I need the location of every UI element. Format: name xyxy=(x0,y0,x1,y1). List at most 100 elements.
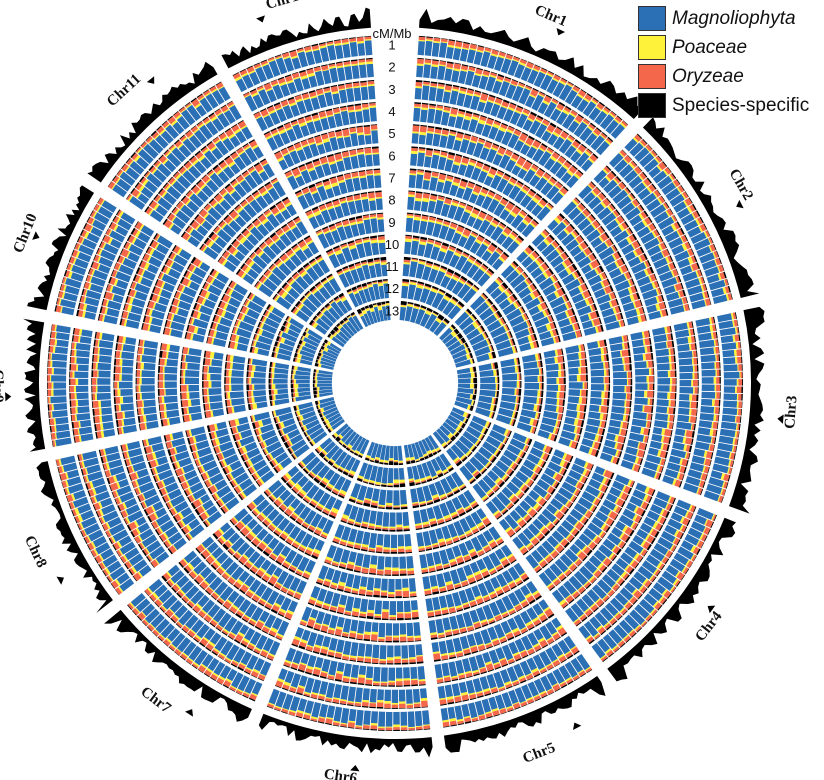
bar-segment xyxy=(493,671,505,689)
bar-segment xyxy=(291,71,299,75)
bar-segment xyxy=(54,324,57,332)
bar-segment xyxy=(246,65,253,70)
bar-segment xyxy=(357,655,365,659)
bar-segment xyxy=(551,643,564,658)
bar-segment xyxy=(693,350,697,358)
bar-segment xyxy=(212,136,220,144)
bar-segment xyxy=(429,103,436,106)
bar-segment xyxy=(613,230,629,244)
bar-segment xyxy=(651,433,663,443)
bar-segment xyxy=(577,669,584,674)
bar-segment xyxy=(668,422,674,430)
bar-segment xyxy=(123,241,128,248)
bar-segment xyxy=(673,537,680,546)
bar-segment xyxy=(643,253,648,260)
bar-segment xyxy=(416,656,424,662)
bar-segment xyxy=(507,126,515,132)
bar-segment xyxy=(118,264,134,276)
bar-segment xyxy=(546,688,553,692)
bar-segment xyxy=(526,696,533,701)
bar-segment xyxy=(101,516,106,524)
bar-segment xyxy=(546,124,556,133)
bar-segment xyxy=(454,705,464,720)
bar-segment xyxy=(472,678,483,693)
bar-segment xyxy=(462,47,469,51)
bar-segment xyxy=(500,620,512,635)
bar-segment xyxy=(108,469,112,477)
bar-segment xyxy=(677,414,690,423)
bar-segment xyxy=(664,230,680,243)
bar-segment xyxy=(691,379,694,387)
bar-segment xyxy=(75,407,78,414)
bar-segment xyxy=(216,677,225,685)
bar-segment xyxy=(611,644,619,651)
bar-segment xyxy=(676,230,681,237)
bar-segment xyxy=(520,679,527,684)
bar-segment xyxy=(442,719,449,723)
bar-segment xyxy=(425,39,433,42)
bar-segment xyxy=(739,371,741,379)
bar-segment xyxy=(639,556,644,563)
bar-segment xyxy=(98,400,102,408)
bar-segment xyxy=(303,691,311,695)
bar-segment xyxy=(99,517,105,525)
bar-segment xyxy=(453,63,461,70)
bar-segment xyxy=(600,132,608,139)
bar-segment xyxy=(109,566,126,581)
bar-segment xyxy=(148,165,154,172)
bar-segment xyxy=(451,164,460,174)
bar-segment xyxy=(678,473,684,481)
bar-segment xyxy=(211,89,225,105)
bar-segment xyxy=(599,114,615,130)
bar-segment xyxy=(607,589,615,597)
bar-segment xyxy=(560,78,568,84)
bar-segment xyxy=(661,309,667,317)
bar-segment xyxy=(686,206,693,214)
bar-segment xyxy=(157,636,163,642)
bar-segment xyxy=(166,581,172,588)
bar-segment xyxy=(582,118,590,125)
bar-segment xyxy=(209,113,216,120)
bar-segment xyxy=(574,139,582,145)
bar-segment xyxy=(665,341,668,349)
bar-segment xyxy=(546,664,554,671)
bar-segment xyxy=(417,152,425,167)
bar-segment xyxy=(572,85,580,93)
bar-segment xyxy=(628,576,643,590)
bar-segment xyxy=(248,697,256,702)
bar-segment xyxy=(179,589,186,596)
bar-segment xyxy=(98,554,104,561)
bar-segment xyxy=(526,607,538,621)
bar-segment xyxy=(628,162,635,170)
bar-segment xyxy=(590,135,605,151)
bar-segment xyxy=(235,78,248,93)
bar-segment xyxy=(555,107,563,112)
bar-segment xyxy=(696,325,711,334)
bar-segment xyxy=(276,633,284,638)
bar-segment xyxy=(350,677,358,680)
bar-segment xyxy=(365,666,374,679)
bar-segment xyxy=(364,35,372,37)
bar-segment xyxy=(439,60,447,62)
bar-segment xyxy=(717,313,733,323)
bar-segment xyxy=(475,68,483,75)
bar-segment xyxy=(653,334,667,343)
bar-segment xyxy=(655,155,662,163)
bar-segment xyxy=(697,540,704,549)
bar-segment xyxy=(239,624,250,636)
bar-segment xyxy=(625,502,637,512)
bar-segment xyxy=(733,319,738,327)
bar-segment xyxy=(620,608,628,615)
bar-segment xyxy=(100,400,112,408)
bar-segment xyxy=(620,215,625,221)
bar-segment xyxy=(539,614,548,622)
bar-segment xyxy=(101,524,106,532)
bar-segment xyxy=(692,203,697,211)
bar-segment xyxy=(680,184,685,191)
bar-segment xyxy=(540,68,548,74)
bar-segment xyxy=(164,612,171,619)
bar-segment xyxy=(223,628,230,634)
bar-segment xyxy=(423,725,431,730)
bar-segment xyxy=(183,641,197,657)
bar-segment xyxy=(588,182,596,189)
